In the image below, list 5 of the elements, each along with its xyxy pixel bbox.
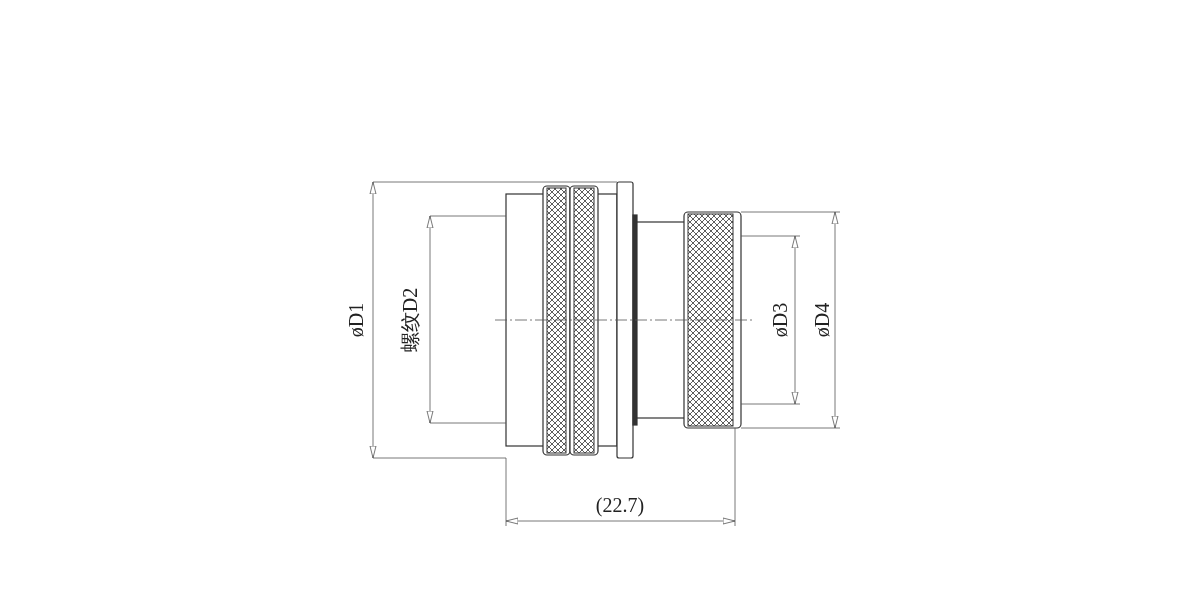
dimension-label: øD3	[770, 302, 790, 338]
dimension-label: 螺纹D2	[400, 287, 420, 353]
dimension-label: øD4	[812, 302, 832, 338]
dimension-label: øD1	[346, 302, 366, 338]
dimension-label: (22.7)	[595, 495, 645, 515]
